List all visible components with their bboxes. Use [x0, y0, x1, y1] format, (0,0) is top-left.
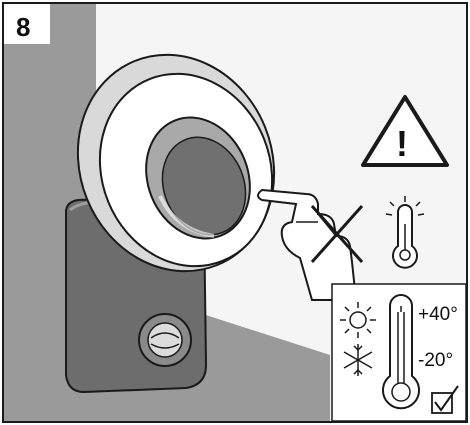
ring-lamp: [76, 53, 276, 273]
snowflake-icon: [343, 344, 373, 376]
sun-icon: [340, 302, 376, 338]
warning-triangle-icon: !: [361, 95, 449, 167]
checkbox-check-icon: [431, 385, 459, 414]
min-temperature-label: -20°: [418, 350, 453, 371]
max-temperature-label: +40°: [418, 304, 458, 325]
hot-thermometer-icon: [385, 196, 425, 269]
thermometer-icon: [382, 294, 420, 410]
motion-sensor: [138, 313, 192, 367]
temperature-range-box: +40° -20°: [331, 283, 467, 422]
step-number-box: [4, 4, 50, 44]
svg-text:!: !: [396, 123, 408, 164]
no-touch-hand-icon: [257, 188, 364, 301]
step-number: 8: [16, 12, 30, 42]
